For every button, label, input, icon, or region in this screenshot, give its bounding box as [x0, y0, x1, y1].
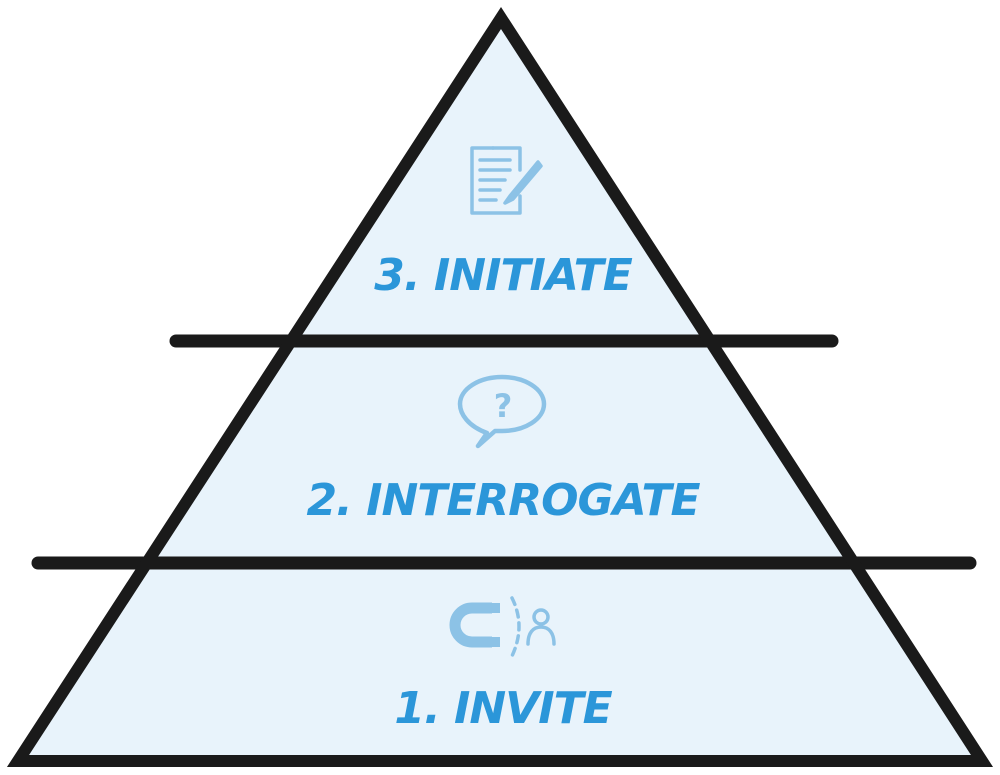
question-mark-glyph: ? — [494, 387, 513, 425]
tier-2-label: 2. INTERROGATE — [306, 475, 700, 526]
pyramid-outline — [6, 6, 994, 767]
tier-1-label: 1. INVITE — [394, 683, 612, 734]
question-speech-bubble-icon — [457, 374, 547, 449]
pyramid-fill — [18, 18, 982, 761]
magnet-attracting-person-icon — [449, 596, 556, 658]
tier-3-label: 3. INITIATE — [374, 250, 632, 301]
document-pen-icon — [470, 146, 543, 215]
